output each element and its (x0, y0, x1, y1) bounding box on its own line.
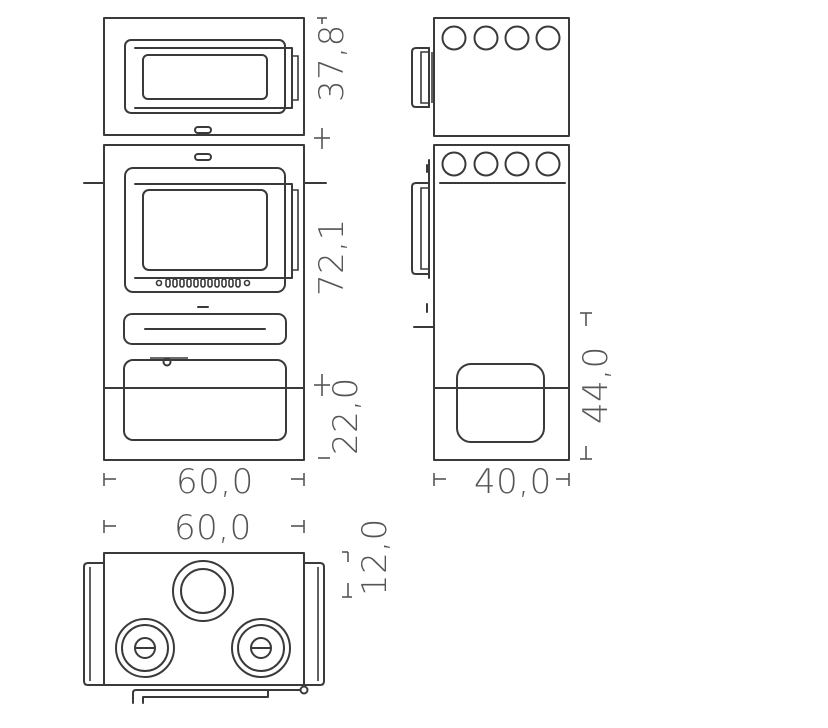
side-oven-unit (411, 17, 570, 137)
dim-front-width: 60,0 (176, 462, 254, 502)
dim-top-width: 60,0 (174, 508, 252, 548)
control-knobs (155, 278, 251, 288)
dim-front-base-height: 22,0 (326, 377, 366, 455)
top-burner-left (115, 618, 175, 678)
dim-side-depth: 40,0 (474, 462, 552, 502)
front-view (83, 17, 327, 461)
side-view (411, 17, 570, 461)
top-burner-large (172, 560, 234, 622)
front-oven-unit (103, 17, 305, 136)
front-dimensions: 37,8 72,1 22,0 60,0 (103, 17, 366, 502)
top-dimensions: 60,0 12,0 (103, 508, 395, 598)
side-dimensions: 44,0 40,0 (433, 312, 616, 502)
dim-front-oven-height: 37,8 (312, 24, 352, 102)
top-view (83, 552, 325, 704)
front-stove-unit (83, 144, 327, 461)
dim-top-offset: 12,0 (355, 518, 395, 596)
side-stove-unit (411, 144, 570, 461)
dim-front-stove-height: 72,1 (312, 218, 352, 296)
dim-side-lower-height: 44,0 (576, 346, 616, 424)
top-burner-right (231, 618, 291, 678)
